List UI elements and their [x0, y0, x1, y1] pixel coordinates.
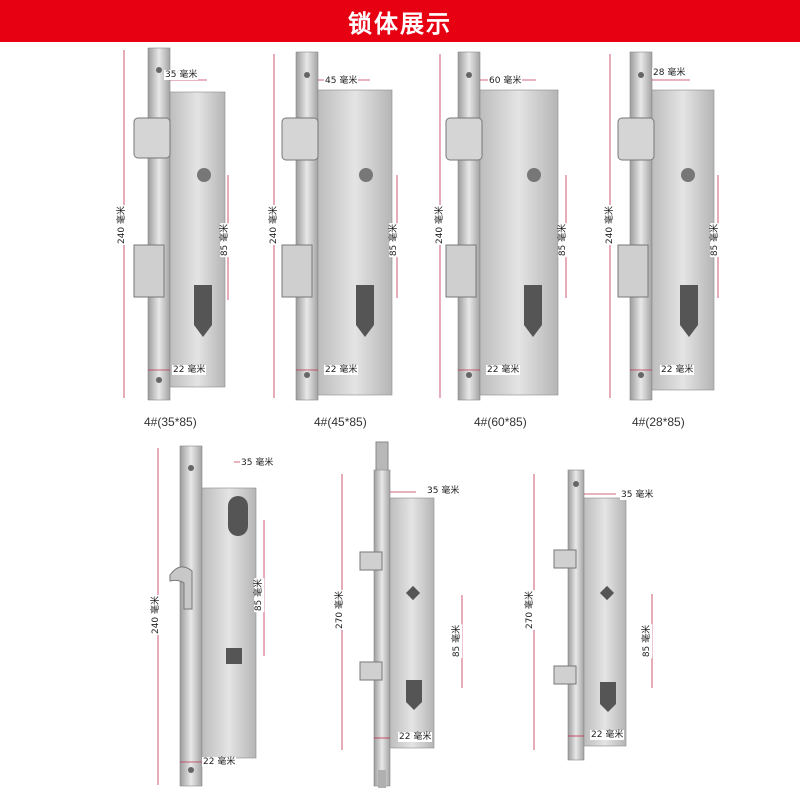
lock-4-height-label: 240 毫米 [605, 204, 616, 246]
lock-body-4-image [617, 51, 715, 401]
lock-2-center-label: 85 毫米 [389, 222, 400, 258]
lock-body-7: 270 毫米 35 毫米 85 毫米 22 毫米 [516, 460, 666, 761]
lock-1-backset-label: 35 毫米 [164, 70, 199, 80]
lock-4-backset-label: 28 毫米 [652, 68, 687, 78]
lock-4-faceplate-label: 22 毫米 [660, 365, 695, 375]
lock-6-center-label: 85 毫米 [452, 623, 463, 659]
lock-1-height-label: 240 毫米 [117, 204, 128, 246]
lock-7-backset-label: 35 毫米 [620, 490, 655, 500]
lock-3-caption: 4#(60*85) [474, 415, 527, 429]
lock-3-dimension-lines [439, 54, 567, 398]
lock-4-center-label: 85 毫米 [710, 222, 721, 258]
lock-1-center-label: 85 毫米 [220, 222, 231, 258]
lock-6-faceplate-label: 22 毫米 [398, 732, 433, 742]
lock-5-backset-label: 35 毫米 [240, 458, 275, 468]
lock-body-1: 240 毫米 35 毫米 85 毫米 22 毫米 [110, 40, 240, 410]
lock-2-backset-label: 45 毫米 [324, 76, 359, 86]
lock-5-dimension-lines [157, 448, 265, 785]
lock-7-faceplate-label: 22 毫米 [590, 730, 625, 740]
title-banner: 锁体展示 [0, 0, 800, 42]
lock-body-2: 240 毫米 45 毫米 85 毫米 22 毫米 [269, 40, 412, 410]
lock-5-height-label: 240 毫米 [151, 594, 162, 636]
lock-3-faceplate-label: 22 毫米 [486, 365, 521, 375]
lock-body-4: 240 毫米 28 毫米 85 毫米 22 毫米 [602, 40, 732, 410]
lock-5-center-label: 85 毫米 [254, 577, 265, 613]
lock-6-height-label: 270 毫米 [335, 589, 346, 631]
lock-6-backset-label: 35 毫米 [426, 486, 461, 496]
lock-body-6-image [359, 441, 435, 788]
lock-body-3: 240 毫米 60 毫米 85 毫米 22 毫米 [435, 40, 576, 410]
lock-7-center-label: 85 毫米 [642, 623, 653, 659]
lock-body-2-image [281, 51, 393, 401]
lock-1-caption: 4#(35*85) [144, 415, 197, 429]
banner-title: 锁体展示 [348, 9, 452, 38]
lock-7-height-label: 270 毫米 [525, 589, 536, 631]
lock-body-1-image [133, 47, 226, 401]
lock-7-dimension-lines [533, 474, 653, 750]
lock-3-height-label: 240 毫米 [435, 204, 446, 246]
lock-body-3-image [445, 51, 559, 401]
lock-body-5: 240 毫米 35 毫米 85 毫米 22 毫米 [140, 440, 300, 790]
lock-body-7-image [553, 469, 627, 761]
lock-3-backset-label: 60 毫米 [488, 76, 523, 86]
lock-body-6: 270 毫米 35 毫米 85 毫米 22 毫米 [330, 440, 480, 790]
lock-5-faceplate-label: 22 毫米 [202, 757, 237, 767]
lock-1-faceplate-label: 22 毫米 [172, 365, 207, 375]
lock-3-center-label: 85 毫米 [558, 222, 569, 258]
lock-2-height-label: 240 毫米 [269, 204, 280, 246]
lock-body-5-image [169, 445, 257, 787]
lock-4-caption: 4#(28*85) [632, 415, 685, 429]
lock-2-faceplate-label: 22 毫米 [324, 365, 359, 375]
lock-2-caption: 4#(45*85) [314, 415, 367, 429]
